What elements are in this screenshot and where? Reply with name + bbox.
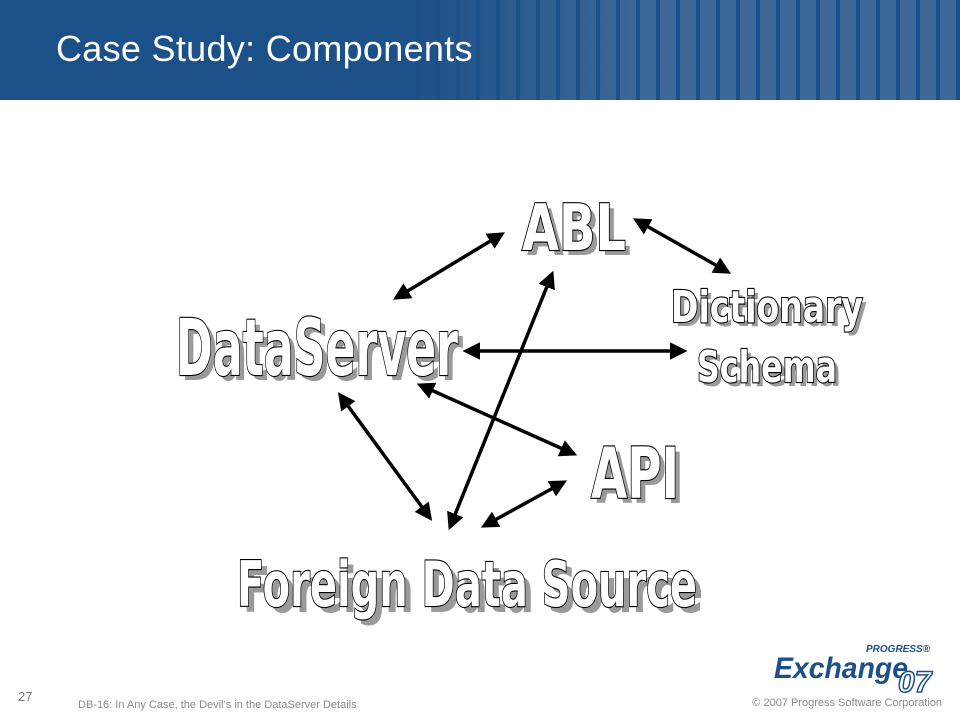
dictionary-shadow: Dictionary [675, 286, 867, 337]
arrow-dataserver-abl [393, 232, 505, 300]
api-shadow: API [596, 438, 684, 520]
components-diagram: ABL ABL Dictionary Dictionary Schema Sch… [175, 191, 867, 627]
slide-header: Case Study: Components [0, 0, 960, 100]
node-schema: Schema [697, 342, 837, 393]
arrow-foreign-api [480, 480, 568, 528]
arrow-abl-dictionary [632, 218, 732, 274]
node-abl: ABL [522, 192, 626, 266]
header-pattern [400, 0, 960, 100]
node-dictionary: Dictionary [671, 282, 863, 333]
logo-brand: PROGRESS® [866, 644, 931, 655]
footer-title: DB-16: In Any Case, the Devil’s in the D… [78, 699, 357, 711]
logo-name: Exchange [774, 652, 908, 685]
foreign-shadow: Foreign Data Source [243, 554, 703, 627]
arrow-foreign-abl [447, 270, 555, 531]
dataserver-shadow: DataServer [181, 309, 463, 399]
arrow-dataserver-foreign [337, 392, 433, 521]
slide-title: Case Study: Components [56, 28, 473, 69]
node-foreign-data-source: Foreign Data Source [237, 548, 697, 621]
copyright: © 2007 Progress Software Corporation [752, 697, 942, 709]
arrows [337, 218, 732, 531]
node-dataserver: DataServer [176, 304, 458, 394]
logo-year: 07 [898, 666, 933, 694]
node-api: API [591, 433, 679, 515]
exchange-logo: PROGRESS® Exchange 07 [774, 644, 933, 694]
page-number: 27 [18, 689, 33, 704]
schema-shadow: Schema [701, 346, 841, 397]
arrow-dataserver-api [416, 382, 578, 457]
abl-shadow: ABL [527, 197, 631, 271]
